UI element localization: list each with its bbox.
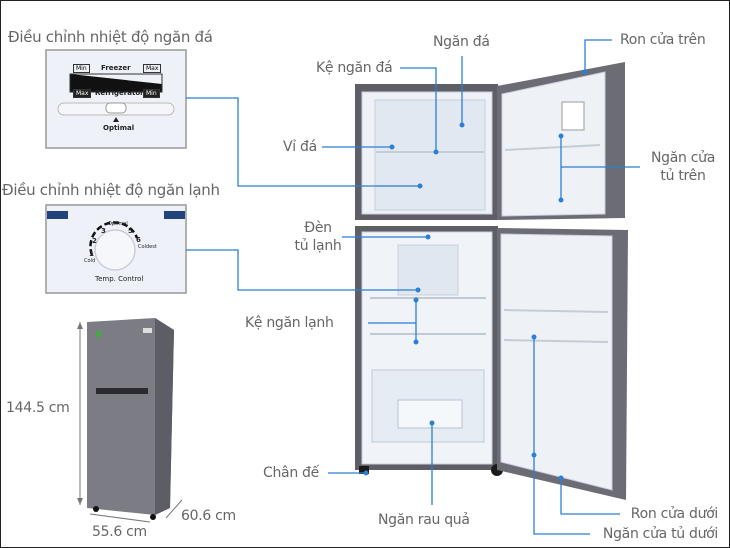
temp-control-label: Temp. Control [95, 275, 144, 283]
label-light-line1: Đèn [304, 220, 332, 236]
label-light-line2: tủ lạnh [294, 238, 342, 254]
fridge-control-inset [45, 204, 187, 294]
dial-number-6: 6 [136, 236, 141, 244]
gradient-bar [70, 74, 162, 92]
fridge-control-title: Điều chỉnh nhiệt độ ngăn lạnh [2, 181, 220, 199]
depth-dimension: 60.6 cm [181, 508, 236, 524]
label-upper-door-bin-line2: tủ trên [660, 168, 706, 184]
freezer-control-title: Điều chỉnh nhiệt độ ngăn đá [8, 28, 213, 46]
dial-number-2: 2 [92, 237, 97, 245]
label-vegetable-drawer: Ngăn rau quả [378, 512, 470, 528]
height-dimension: 144.5 cm [6, 400, 70, 416]
label-lower-door-bin: Ngăn cửa tủ dưới [602, 526, 718, 542]
temperature-dial [94, 229, 136, 271]
refrigerator-label: Refrigerator [95, 89, 144, 97]
label-upper-door-bin-line1: Ngăn cửa [650, 150, 715, 166]
dial-number-3: 3 [101, 227, 106, 235]
refrigerator-min-tag: Min [143, 89, 160, 98]
leader-dots [363, 69, 588, 481]
dial-number-1: 1 [89, 250, 94, 258]
dial-number-5: 5 [128, 227, 133, 235]
fridge-exterior-image [77, 318, 183, 523]
label-lower-door-gasket: Ron cửa dưới [630, 506, 719, 522]
fridge-open-image [355, 62, 628, 500]
label-upper-door-gasket: Ron cửa trên [620, 32, 706, 48]
freezer-min-tag: Min [73, 64, 90, 73]
dial-coldest-label: Coldest [138, 244, 157, 250]
freezer-max-tag: Max [143, 64, 162, 73]
label-fridge-shelf: Kệ ngăn lạnh [245, 315, 334, 331]
freezer-control-inset [45, 49, 187, 149]
label-ice-tray: Vỉ đá [283, 139, 317, 155]
leader-lines [186, 39, 640, 535]
dial-optimal-label: Optimal [108, 221, 128, 227]
freezer-label: Freezer [101, 64, 131, 72]
slider-handle [105, 102, 127, 114]
label-freezer-compartment: Ngăn đá [433, 34, 490, 50]
label-freezer-shelf: Kệ ngăn đá [316, 60, 393, 76]
optimal-marker [113, 117, 119, 122]
refrigerator-max-tag: Max [73, 89, 92, 98]
optimal-label: Optimal [103, 124, 135, 132]
label-feet: Chân đế [263, 465, 319, 481]
width-dimension: 55.6 cm [92, 524, 147, 540]
dial-cold-label: Cold [84, 258, 96, 264]
